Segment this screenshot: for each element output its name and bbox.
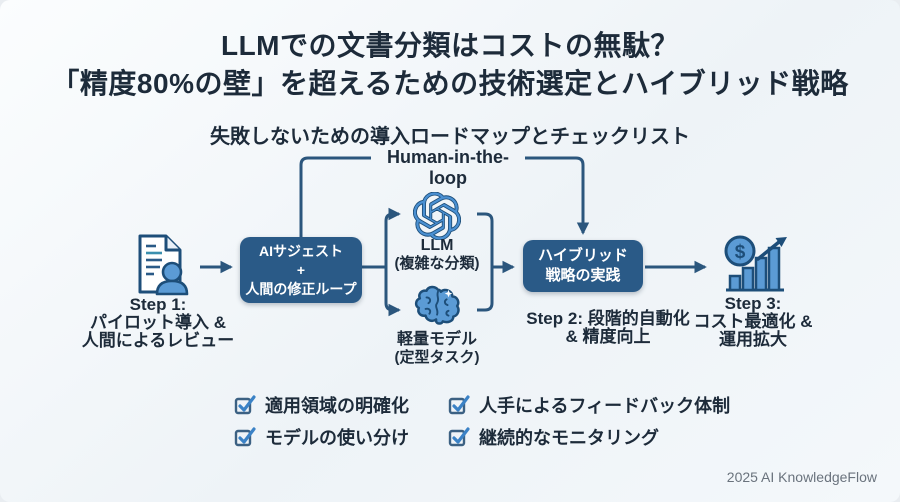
ai-suggest-line1: AIサジェスト bbox=[259, 242, 343, 259]
step3-line2: 運用拡大 bbox=[719, 330, 787, 349]
step1-line2: 人間によるレビュー bbox=[81, 331, 235, 350]
checklist-item: 適用領域の明確化 bbox=[234, 392, 409, 418]
checklist-item-label: モデルの使い分け bbox=[265, 428, 409, 448]
light-model-label: 軽量モデル (定型タスク) bbox=[367, 331, 507, 367]
checkbox-checked-icon bbox=[448, 427, 470, 447]
step2-line2: & 精度向上 bbox=[565, 327, 651, 346]
human-in-the-loop-label: Human-in-the-loop bbox=[387, 147, 509, 188]
growth-chart-icon: $ bbox=[724, 235, 787, 292]
step3-line1: コスト最適化 & bbox=[693, 312, 813, 331]
step2-line1: Step 2: 段階的自動化 bbox=[526, 309, 690, 328]
light-model-name: 軽量モデル bbox=[396, 331, 477, 348]
page-title-line2: 「精度80%の壁」を超えるための技術選定とハイブリッド戦略 bbox=[51, 68, 849, 99]
checklist-item-label: 適用領域の明確化 bbox=[265, 396, 409, 416]
page-subtitle: 失敗しないための導入ロードマップとチェックリスト bbox=[210, 126, 690, 148]
checkbox-checked-icon bbox=[448, 395, 470, 415]
ai-suggest-box: AIサジェスト + 人間の修正ループ bbox=[240, 237, 362, 303]
ai-suggest-line2: + bbox=[296, 261, 306, 278]
document-review-icon bbox=[138, 234, 189, 296]
checklist-item-label: 人手によるフィードバック体制 bbox=[479, 396, 731, 416]
step3-title: Step 3: bbox=[724, 294, 782, 313]
step1-label: Step 1: パイロット導入 & 人間によるレビュー bbox=[73, 296, 243, 350]
brain-icon bbox=[414, 285, 460, 325]
step1-title: Step 1: bbox=[129, 295, 187, 314]
ai-suggest-line3: 人間の修正ループ bbox=[245, 280, 357, 297]
page-title-line1: LLMでの文書分類はコストの無駄？ bbox=[220, 30, 680, 61]
dollar-sign: $ bbox=[735, 242, 746, 263]
hybrid-line2: 戦略の実践 bbox=[545, 267, 621, 284]
step1-line1: パイロット導入 & bbox=[90, 313, 226, 332]
page-title: LLMでの文書分類はコストの無駄？ 「精度80%の壁」を超えるための技術選定とハ… bbox=[0, 27, 900, 103]
llm-label: LLM (複雑な分類) bbox=[377, 237, 497, 273]
step2-label: Step 2: 段階的自動化 & 精度向上 bbox=[518, 310, 698, 346]
openai-logo-icon bbox=[413, 192, 461, 240]
light-model-note: (定型タスク) bbox=[394, 349, 480, 366]
checklist-item: 継続的なモニタリング bbox=[448, 424, 659, 450]
checklist-item: モデルの使い分け bbox=[234, 424, 409, 450]
checklist-item: 人手によるフィードバック体制 bbox=[448, 392, 730, 418]
step3-label: Step 3: コスト最適化 & 運用拡大 bbox=[668, 295, 838, 349]
checklist-item-label: 継続的なモニタリング bbox=[479, 428, 659, 448]
footer-credit: 2025 AI KnowledgeFlow bbox=[726, 469, 877, 485]
hybrid-strategy-box: ハイブリッド 戦略の実践 bbox=[523, 240, 643, 292]
hybrid-line1: ハイブリッド bbox=[538, 247, 628, 264]
checkbox-checked-icon bbox=[234, 395, 256, 415]
llm-name: LLM bbox=[420, 237, 454, 254]
llm-note: (複雑な分類) bbox=[394, 255, 480, 272]
checkbox-checked-icon bbox=[234, 427, 256, 447]
